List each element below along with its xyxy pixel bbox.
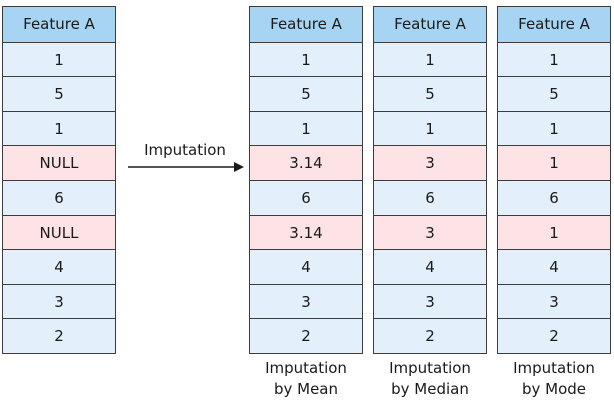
mode-caption-line: by Mode (521, 380, 587, 398)
median-cell: 3 (374, 283, 486, 319)
original-cell: 2 (3, 318, 115, 353)
median-cell: 5 (374, 76, 486, 111)
mode-cell: 6 (498, 179, 610, 215)
original-feature-table: Feature A 1 5 1 NULL 6 NULL 4 3 2 (2, 6, 116, 354)
mean-caption: Imputation by Mean (249, 358, 363, 400)
median-cell: 1 (374, 110, 486, 146)
mean-caption-line: by Mean (273, 380, 339, 398)
mode-imputed-table: Feature A 1 5 1 1 6 1 4 3 2 (497, 6, 611, 354)
original-null-cell: NULL (3, 214, 115, 250)
median-cell: 4 (374, 249, 486, 284)
original-cell: 4 (3, 249, 115, 284)
median-caption-line: by Median (391, 380, 469, 398)
median-imputed-cell: 3 (374, 145, 486, 180)
original-null-cell: NULL (3, 145, 115, 180)
mean-imputed-cell: 3.14 (250, 145, 362, 180)
original-cell: 5 (3, 76, 115, 111)
mode-imputed-cell: 1 (498, 214, 610, 250)
original-cell: 1 (3, 110, 115, 146)
mean-header: Feature A (250, 7, 362, 42)
mode-cell: 4 (498, 249, 610, 284)
median-caption-line: Imputation (389, 359, 471, 377)
mean-cell: 1 (250, 110, 362, 146)
mode-cell: 3 (498, 283, 610, 319)
mean-imputed-table: Feature A 1 5 1 3.14 6 3.14 4 3 2 (249, 6, 363, 354)
mode-cell: 2 (498, 318, 610, 353)
mode-caption: Imputation by Mode (497, 358, 611, 400)
median-imputed-table: Feature A 1 5 1 3 6 3 4 3 2 (373, 6, 487, 354)
original-cell: 3 (3, 283, 115, 319)
mean-cell: 1 (250, 41, 362, 77)
median-header: Feature A (374, 7, 486, 42)
mode-header: Feature A (498, 7, 610, 42)
mean-cell: 3 (250, 283, 362, 319)
median-imputed-cell: 3 (374, 214, 486, 250)
mode-cell: 1 (498, 41, 610, 77)
original-cell: 1 (3, 41, 115, 77)
mean-cell: 2 (250, 318, 362, 353)
median-cell: 1 (374, 41, 486, 77)
original-header: Feature A (3, 7, 115, 42)
original-cell: 6 (3, 179, 115, 215)
mean-cell: 6 (250, 179, 362, 215)
median-cell: 2 (374, 318, 486, 353)
median-caption: Imputation by Median (373, 358, 487, 400)
mean-cell: 5 (250, 76, 362, 111)
right-arrow-icon (128, 162, 244, 172)
mode-imputed-cell: 1 (498, 145, 610, 180)
imputation-arrow-label: Imputation (144, 141, 226, 159)
mean-caption-line: Imputation (265, 359, 347, 377)
mean-cell: 4 (250, 249, 362, 284)
mode-cell: 1 (498, 110, 610, 146)
mode-caption-line: Imputation (513, 359, 595, 377)
mode-cell: 5 (498, 76, 610, 111)
mean-imputed-cell: 3.14 (250, 214, 362, 250)
median-cell: 6 (374, 179, 486, 215)
